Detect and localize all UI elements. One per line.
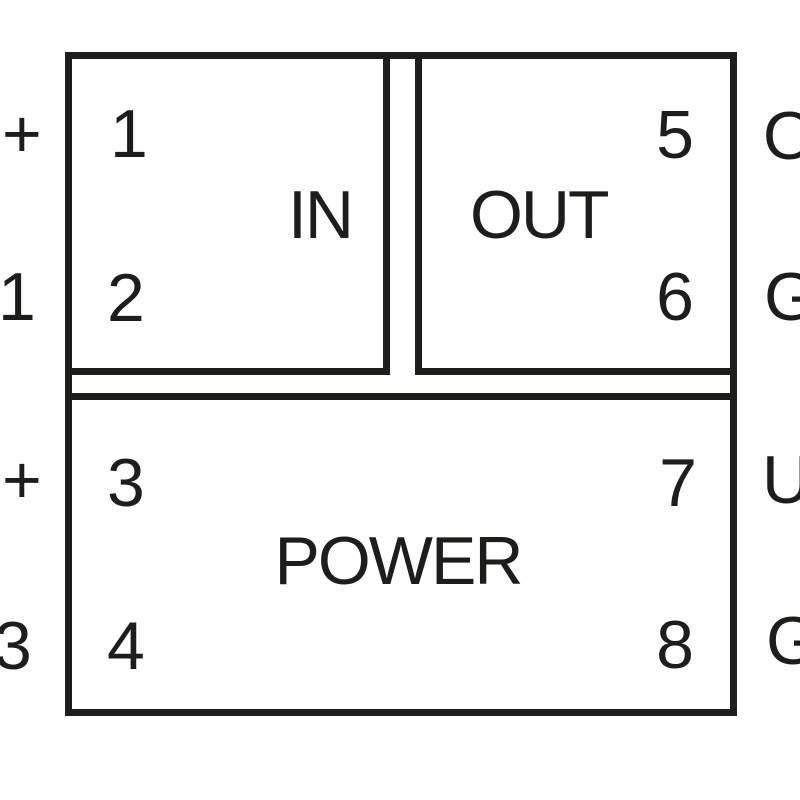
- terminal-label-right-row3: U: [762, 442, 800, 518]
- in-block-label: IN: [288, 177, 354, 253]
- pin-6: 6: [656, 259, 694, 335]
- in-block: [65, 52, 390, 375]
- out-block: [415, 52, 737, 375]
- terminal-label-right-row4: G: [766, 603, 800, 679]
- terminal-label-left-row4: 3: [0, 608, 32, 684]
- pin-4: 4: [107, 608, 145, 684]
- terminal-label-left-row1: +: [2, 96, 42, 172]
- terminal-label-left-row2: 1: [0, 259, 36, 335]
- out-block-label: OUT: [470, 177, 610, 253]
- pin-1: 1: [110, 96, 148, 172]
- terminal-label-right-row1: O: [763, 98, 800, 174]
- pin-5: 5: [656, 97, 694, 173]
- pin-3: 3: [107, 445, 145, 521]
- pin-8: 8: [656, 607, 694, 683]
- pin-2: 2: [107, 260, 145, 336]
- power-block-label: POWER: [274, 523, 524, 599]
- pin-7: 7: [659, 445, 697, 521]
- terminal-label-right-row2: G: [764, 259, 800, 335]
- terminal-label-left-row3: +: [2, 442, 42, 518]
- power-block: [65, 393, 737, 716]
